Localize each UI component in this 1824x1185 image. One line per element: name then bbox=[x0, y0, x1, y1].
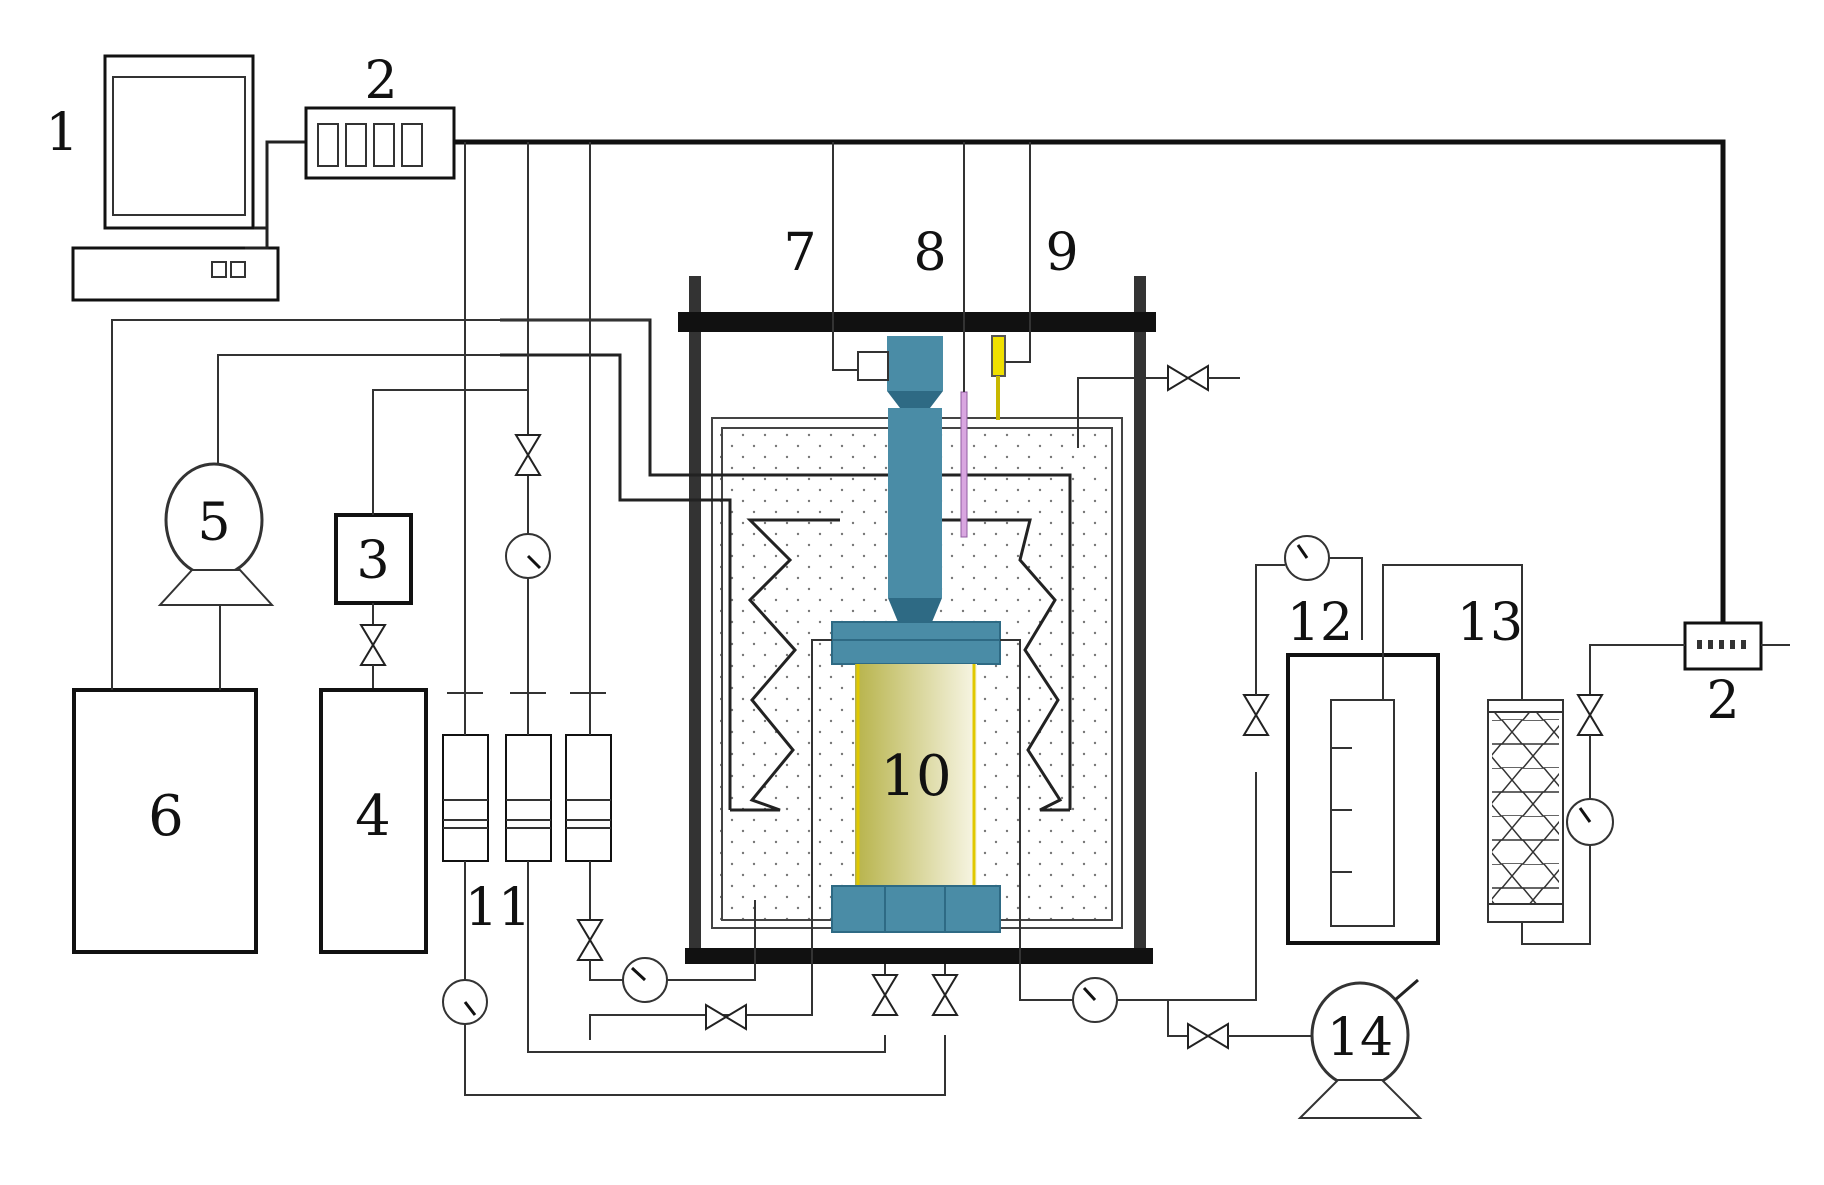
label-specimen10: 10 bbox=[880, 744, 951, 809]
label-pump5: 5 bbox=[197, 493, 230, 553]
bottom-piping bbox=[442, 861, 959, 1096]
pump-5 bbox=[157, 354, 500, 606]
heating-coil-left bbox=[500, 353, 840, 812]
tank-4 bbox=[319, 688, 428, 954]
label-computer: 1 bbox=[45, 103, 78, 163]
vent-valve bbox=[1077, 364, 1240, 448]
label-sensor8: 8 bbox=[913, 223, 946, 283]
labels: 1 2 2 3 4 5 6 7 8 9 10 11 12 13 14 bbox=[45, 51, 1739, 1068]
outlet-piping bbox=[1072, 535, 1363, 1050]
signal-line bbox=[454, 139, 1726, 640]
label-sensor9: 9 bbox=[1045, 223, 1078, 283]
label-cylinders11: 11 bbox=[465, 878, 531, 938]
specimen-assembly bbox=[589, 621, 1080, 1040]
label-box3: 3 bbox=[356, 531, 389, 591]
label-box6: 6 bbox=[148, 784, 184, 849]
label-sensor7: 7 bbox=[783, 223, 816, 283]
filter-13 bbox=[1487, 694, 1614, 945]
vacuum-pump-14 bbox=[1297, 978, 1423, 1119]
data-acquisition-unit-right bbox=[1589, 621, 1790, 695]
computer bbox=[71, 54, 306, 302]
pressure-source-3 bbox=[334, 389, 528, 690]
data-acquisition-unit-left bbox=[304, 106, 456, 180]
displacement-sensor bbox=[960, 142, 968, 538]
loading-piston bbox=[832, 142, 943, 622]
label-acquisition-left: 2 bbox=[364, 51, 397, 111]
label-box4: 4 bbox=[355, 784, 391, 849]
reservoir-6 bbox=[72, 319, 650, 954]
label-pump14: 14 bbox=[1327, 1008, 1393, 1068]
temperature-sensor bbox=[991, 142, 1031, 420]
graduated-cylinder-12 bbox=[1286, 564, 1523, 945]
label-acquisition-right: 2 bbox=[1706, 671, 1739, 731]
label-cylinder12: 12 bbox=[1287, 593, 1353, 653]
label-filter13: 13 bbox=[1457, 593, 1523, 653]
cylinders-11 bbox=[442, 142, 612, 862]
